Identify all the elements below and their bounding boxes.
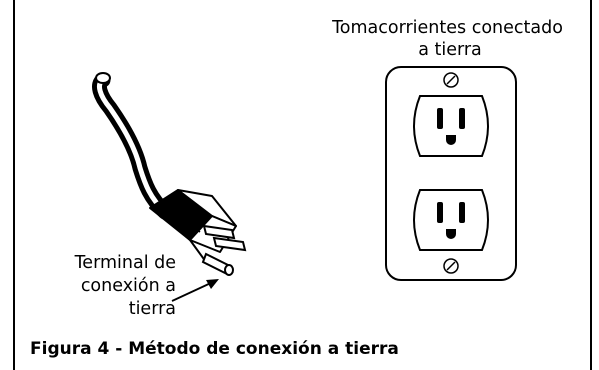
ground-pin	[201, 252, 234, 276]
terminal-label-line3: tierra	[128, 299, 176, 319]
figure-caption: Figura 4 - Método de conexión a tierra	[30, 339, 399, 359]
terminal-label-line1: Terminal de	[74, 253, 176, 273]
outlet-label-line2: a tierra	[418, 40, 482, 60]
figure-frame	[13, 0, 592, 370]
power-cord	[92, 72, 173, 220]
plug-blades	[202, 224, 247, 252]
wall-outlet	[385, 66, 517, 281]
terminal-label-line2: conexión a	[80, 276, 176, 296]
leader-arrow	[171, 279, 219, 302]
outlet-label-line1: Tomacorrientes conectado	[332, 18, 563, 38]
